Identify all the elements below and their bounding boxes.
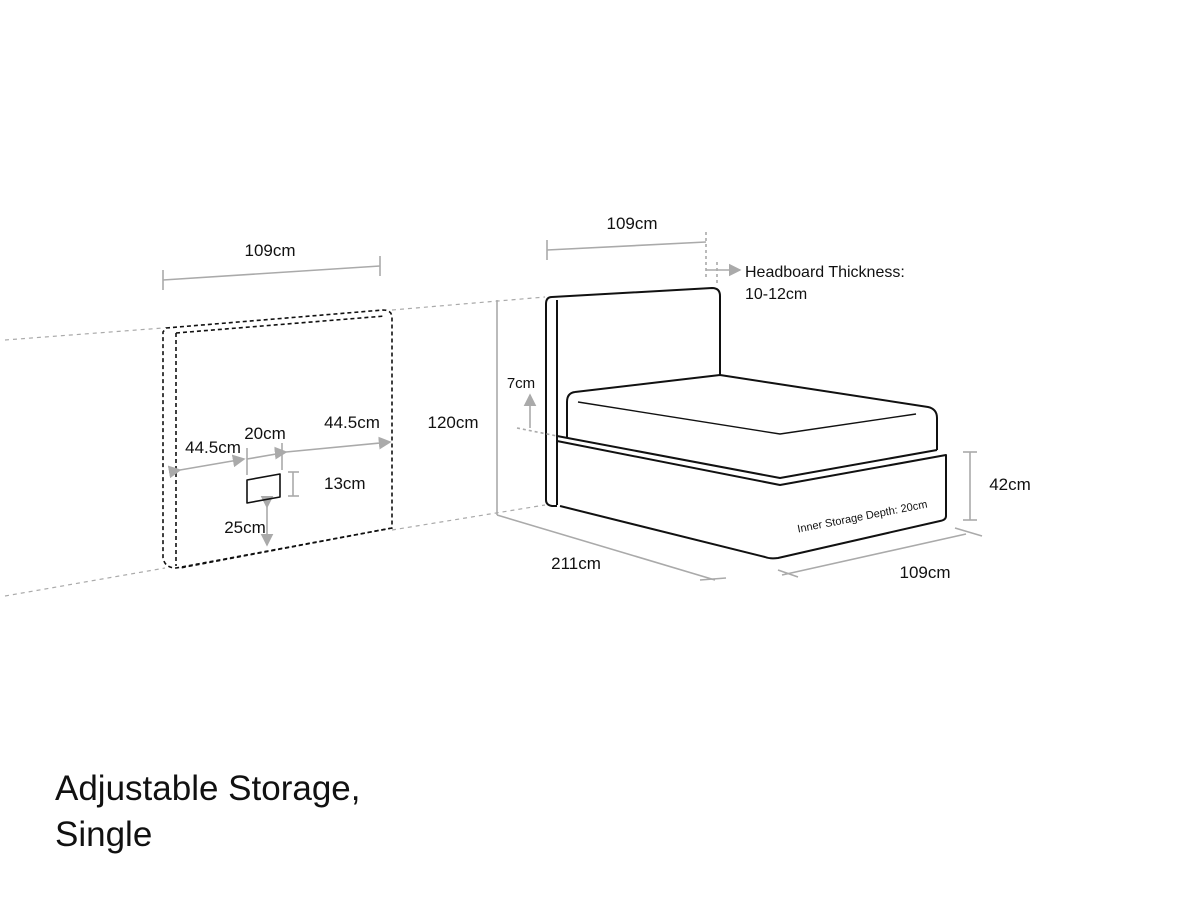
socket-dimensions: [167, 436, 392, 547]
mattress-offset-dimension: [516, 393, 558, 437]
socket-width-label: 20cm: [244, 424, 286, 443]
width-dimension: [777, 527, 983, 578]
bed-width-label: 109cm: [899, 563, 950, 582]
base-height-label: 42cm: [989, 475, 1031, 494]
headboard-thickness-label: Headboard Thickness:: [745, 264, 905, 281]
headboard-thickness-value: 10-12cm: [745, 286, 807, 303]
wall-headboard-width-label: 109cm: [244, 241, 295, 260]
product-title-line1: Adjustable Storage,: [55, 769, 361, 808]
wall-headboard-width-dimension: [162, 256, 381, 290]
headboard-width-dimension: [546, 232, 742, 285]
wall-headboard-outline: [162, 309, 393, 569]
socket-height-label: 13cm: [324, 474, 366, 493]
wall-lines: [4, 296, 546, 597]
left-offset-label: 44.5cm: [185, 438, 241, 457]
bed-drawing: [545, 287, 947, 560]
length-dimension: [496, 514, 727, 581]
socket-bottom-label: 25cm: [224, 518, 266, 537]
headboard-width-label: 109cm: [606, 214, 657, 233]
bed-length-label: 211cm: [551, 554, 601, 573]
mattress-offset-label: 7cm: [507, 375, 535, 392]
bed-height-label: 120cm: [427, 413, 478, 432]
base-height-dimension: [963, 451, 977, 521]
product-title-line2: Single: [55, 815, 153, 854]
socket-cutout: [246, 473, 281, 504]
right-offset-label: 44.5cm: [324, 413, 380, 432]
inner-storage-label: Inner Storage Depth: 20cm: [796, 499, 928, 536]
